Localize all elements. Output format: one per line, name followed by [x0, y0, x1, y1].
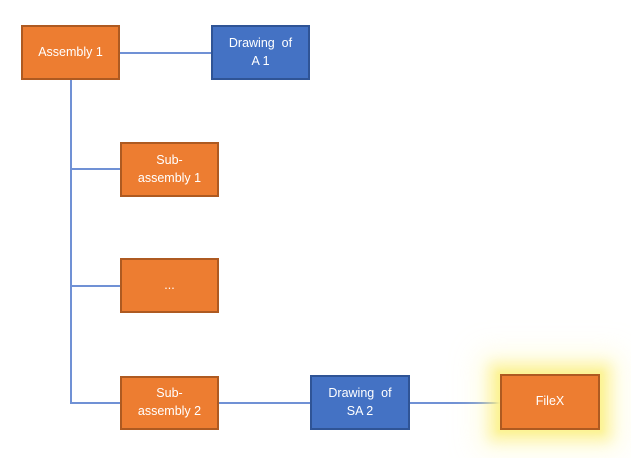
- node-drawing-of-a1[interactable]: Drawing of A 1: [211, 25, 310, 80]
- node-assembly-1[interactable]: Assembly 1: [21, 25, 120, 80]
- connector-branch-sub-assembly-2: [71, 402, 120, 404]
- node-sub-assembly-1[interactable]: Sub- assembly 1: [120, 142, 219, 197]
- node-filex-label: FileX: [535, 394, 565, 409]
- node-sub-assembly-2-label: Sub- assembly 2: [137, 386, 202, 418]
- node-filex-highlighted[interactable]: FileX: [500, 374, 600, 430]
- connector-branch-sub-assembly-1: [71, 168, 120, 170]
- node-assembly-1-label: Assembly 1: [38, 44, 103, 59]
- connector-sub-assembly2-to-drawing-sa2: [219, 402, 310, 404]
- connector-assembly1-to-drawing-a1: [120, 52, 211, 54]
- node-sub-assembly-2[interactable]: Sub- assembly 2: [120, 376, 219, 430]
- node-drawing-of-a1-label: Drawing of A 1: [228, 35, 293, 68]
- node-sub-assembly-1-label: Sub- assembly 1: [137, 152, 202, 185]
- connector-drawing-sa2-to-filex: [410, 402, 500, 404]
- node-ellipsis[interactable]: ...: [120, 258, 219, 313]
- node-drawing-of-sa2[interactable]: Drawing of SA 2: [310, 375, 410, 430]
- connector-assembly1-trunk: [70, 80, 72, 404]
- connector-branch-ellipsis: [71, 285, 120, 287]
- node-drawing-of-sa2-label: Drawing of SA 2: [328, 385, 392, 418]
- node-ellipsis-label: ...: [164, 277, 175, 292]
